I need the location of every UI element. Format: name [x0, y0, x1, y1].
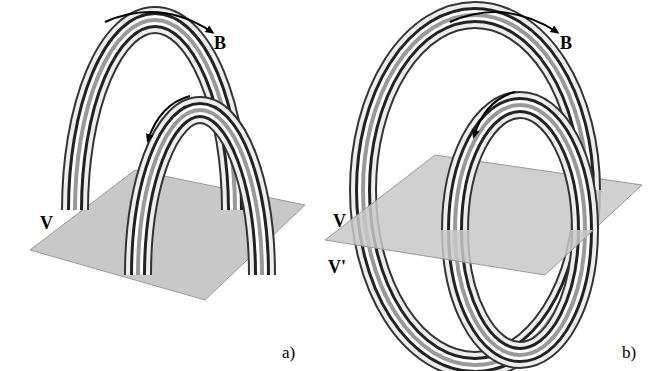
volume-label: V [333, 212, 346, 230]
field-label: B [214, 34, 226, 52]
field-label: B [560, 34, 572, 52]
panel-label: b) [622, 344, 636, 361]
field-arrow [105, 12, 212, 32]
volume-label: V' [328, 258, 346, 276]
panel-label: a) [282, 344, 295, 361]
volume-label: V [40, 214, 53, 232]
field-arrow [474, 92, 515, 136]
arch-inner [138, 110, 262, 275]
field-arrow [148, 96, 190, 140]
field-arrow [450, 12, 557, 32]
ring-inner-upper [455, 105, 585, 230]
